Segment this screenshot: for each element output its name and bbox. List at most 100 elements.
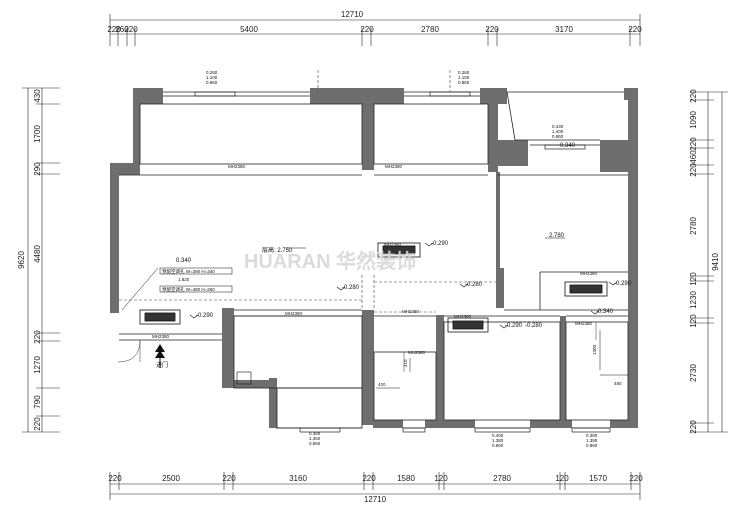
right-seg-7: 1230: [689, 291, 698, 309]
level-marker: -0.290: [424, 241, 449, 247]
window-note: 0.260 1.100 0.860: [458, 70, 470, 85]
living-room-height: 层高: 2.750: [262, 246, 293, 254]
level-value: -0.280: [465, 282, 483, 288]
ac-hole-dim: 1.820: [178, 277, 190, 282]
window-note-line: 0.380: [309, 431, 321, 436]
right-seg-6: 120: [689, 272, 698, 286]
window-note-line: 1.100: [458, 75, 470, 80]
room-outlines: [119, 91, 629, 429]
door-tags: MH2380 MH2380 MH2380 MH2380 MH2380 MH238…: [152, 164, 598, 355]
top-seg-4: 220: [360, 25, 374, 34]
bot-seg-5: 1580: [397, 474, 415, 483]
right-seg-10: 220: [689, 420, 698, 434]
bot-seg-10: 220: [629, 474, 643, 483]
top-seg-6: 220: [485, 25, 499, 34]
top-seg-5: 2780: [421, 25, 439, 34]
top-seg-1: 260: [115, 25, 129, 34]
left-dimension-lines: [22, 87, 60, 433]
left-seg-2: 290: [33, 162, 42, 176]
bot-seg-6: 120: [434, 474, 448, 483]
window-note-line: 0.430: [552, 124, 564, 129]
right-total-dim: 9410: [711, 253, 720, 271]
left-seg-6: 790: [33, 395, 42, 409]
window-note: 0.430 1.400 0.860: [552, 124, 564, 139]
level-marker: -0.340: [558, 143, 576, 149]
bot-seg-9: 1570: [589, 474, 607, 483]
small-dim: 410: [403, 359, 408, 367]
right-segment-dims: 220 1090 220 460 220 2780 120 1230 120 2…: [689, 89, 698, 434]
right-seg-3: 460: [689, 150, 698, 164]
bot-seg-0: 220: [108, 474, 122, 483]
door-tag: MH2380: [285, 311, 303, 316]
room-heights: 层高: 2.750 2.780: [262, 233, 565, 254]
bot-seg-3: 3160: [289, 474, 307, 483]
socket-symbol: [236, 371, 252, 385]
window-note-line: 0.860: [586, 443, 598, 448]
ac-hole-note: 预留空调孔 W=390 H=340: [162, 268, 215, 275]
entrance: 进门: [155, 344, 168, 369]
bot-seg-4: 220: [362, 474, 376, 483]
right-seg-8: 120: [689, 314, 698, 328]
top-segment-dims: 220 260 220 5400 220 2780 220 3170 220: [107, 25, 642, 34]
entrance-label: 进门: [156, 361, 168, 369]
right-seg-9: 2730: [689, 364, 698, 382]
level-value: -0.290: [505, 323, 523, 329]
window-note-line: 0.260: [206, 70, 218, 75]
left-seg-1: 1700: [33, 125, 42, 143]
ac-hole-notes: 预留空调孔 W=390 H=340 1.820 预留空调孔 W=480 H=26…: [121, 267, 233, 311]
level-marker: -0.290: [608, 281, 632, 287]
door-tag: MH2380: [454, 314, 472, 319]
ac-hole-note: 预留空调孔 W=480 H=260: [162, 286, 215, 293]
level-value: -0.340: [558, 143, 576, 149]
window-note: 0.380 1.350 0.860: [309, 431, 321, 446]
window-note: 0.380 1.390 0.860: [586, 433, 598, 448]
left-total-dim: 9620: [17, 251, 26, 269]
left-seg-4: 220: [33, 330, 42, 344]
level-marker: -0.290: [499, 323, 523, 329]
level-value: -0.290: [196, 313, 214, 319]
top-seg-0: 220: [107, 25, 121, 34]
right-seg-2: 220: [689, 137, 698, 151]
right-seg-4: 220: [689, 163, 698, 177]
level-marker: -0.280: [336, 285, 360, 291]
left-seg-0: 430: [33, 89, 42, 103]
window-notes: 0.260 1.100 0.860 0.260 1.100 0.860 0.43…: [206, 70, 598, 448]
window-note-line: 0.860: [552, 134, 564, 139]
door-tag: MH2380: [408, 350, 426, 355]
window-note: 0.400 1.380 0.860: [492, 433, 504, 448]
bottom-dimension-lines: [109, 472, 641, 500]
level-value: 0.340: [176, 258, 192, 264]
top-seg-3: 5400: [240, 25, 258, 34]
bottom-total-dim: 12710: [364, 495, 387, 504]
window-note-line: 0.400: [492, 433, 504, 438]
window-note-line: 0.860: [458, 80, 470, 85]
top-seg-7: 3170: [555, 25, 573, 34]
window-note-line: 0.860: [309, 441, 321, 446]
entrance-door-tag: MH2380: [152, 334, 170, 339]
left-seg-7: 220: [33, 417, 42, 431]
window-note-line: 0.860: [492, 443, 504, 448]
top-seg-8: 220: [628, 25, 642, 34]
level-marker: -0.340: [590, 309, 614, 315]
level-value: -0.280: [525, 323, 543, 329]
window-note-line: 1.400: [552, 129, 564, 134]
windows: [194, 91, 611, 433]
right-seg-0: 220: [689, 89, 698, 103]
door-tag: MH2380: [580, 271, 598, 276]
level-marker: -0.280: [525, 323, 543, 329]
right-dimension-lines: [690, 91, 728, 433]
ac-unit: [447, 317, 489, 333]
level-marker: -0.280: [459, 282, 483, 288]
dashed-boundaries: [119, 70, 496, 313]
door-tag: MH2380: [575, 321, 593, 326]
ac-unit: [139, 309, 181, 325]
window-note: 0.260 1.100 0.860: [206, 70, 218, 85]
right-seg-1: 1090: [689, 111, 698, 129]
bedroom-height: 2.780: [549, 233, 565, 239]
level-value: -0.290: [614, 281, 632, 287]
top-dimension-lines: [109, 14, 641, 46]
level-marker: 0.340: [176, 258, 192, 264]
door-tag: MH2380: [402, 309, 420, 314]
bot-seg-1: 2500: [162, 474, 180, 483]
